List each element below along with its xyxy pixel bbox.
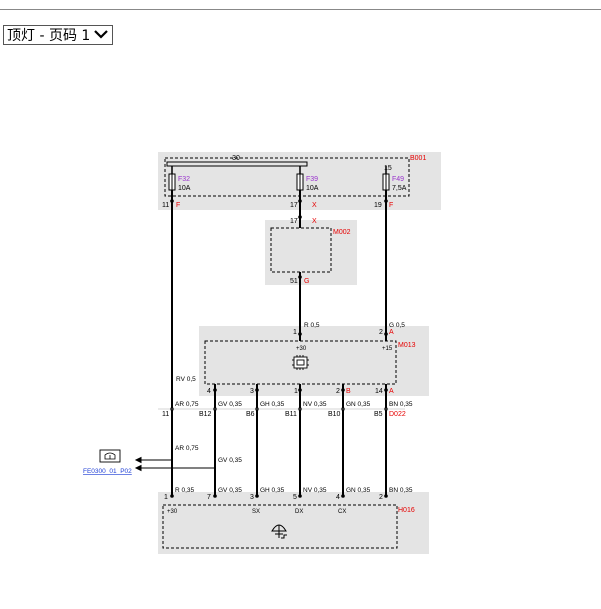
pin-m013-3: 3 — [250, 388, 254, 395]
pin-m013-2-letter: A — [389, 329, 394, 336]
wire-nv-035-h016: NV 0,35 — [303, 487, 327, 494]
pin-m013-14: 14 — [375, 388, 383, 395]
pin-d022-11: 11 — [162, 411, 169, 418]
wire-gh-035: GH 0,35 — [260, 401, 285, 408]
wire-rv-05: RV 0,5 — [176, 376, 196, 383]
fuse-f49-rating: 7,5A — [392, 185, 407, 192]
module-h016-bg — [158, 492, 429, 554]
pin-h016-7: 7 — [207, 494, 211, 501]
header-divider — [0, 9, 601, 10]
pin-h016-5: 5 — [293, 494, 297, 501]
fuse-icon — [168, 173, 176, 191]
pin-m013-1: 1 — [293, 329, 297, 336]
wire-gn-035-h016: GN 0,35 — [346, 487, 371, 494]
module-h016-box — [162, 504, 398, 549]
wire-r-05: R 0,5 — [304, 322, 320, 329]
wire-bn-035: BN 0,35 — [389, 401, 413, 408]
pin-m013-2: 2 — [379, 329, 383, 336]
wire-code-x: X — [312, 218, 317, 225]
wire-gv-035-lower: GV 0,35 — [218, 457, 242, 464]
module-m013-label: M013 — [398, 342, 416, 349]
busbar-label: 30 — [232, 155, 240, 162]
wire-gn-035: GN 0,35 — [346, 401, 371, 408]
pin-m002-17: 17 — [290, 218, 298, 225]
module-b001-box — [164, 157, 410, 197]
wire-gv-035-h016: GV 0,35 — [218, 487, 242, 494]
wire-r-035: R 0,35 — [175, 487, 195, 494]
module-b001-label: B001 — [410, 155, 426, 162]
page-selector[interactable]: 顶灯 - 页码 1 — [3, 25, 114, 45]
pin-b001-11: 11 — [162, 202, 169, 209]
pin-d022-b11: B11 — [285, 411, 297, 418]
crossref-arrows — [134, 456, 215, 472]
connector-ref-icon[interactable] — [99, 449, 121, 463]
busbar-30 — [166, 161, 308, 167]
wire-g-05: G 0,5 — [389, 322, 405, 329]
module-m002-bg — [265, 220, 357, 285]
pin-dots — [170, 199, 388, 498]
ceiling-light-icon — [271, 524, 287, 539]
wire-code-f: F — [176, 202, 180, 209]
pin-b001-17: 17 — [290, 202, 298, 209]
fuse-f39-rating: 10A — [306, 185, 319, 192]
wire-code-x: X — [312, 202, 317, 209]
fuse-icon — [296, 173, 304, 191]
m013-plus30: +30 — [296, 346, 307, 352]
fuse-f49-top-pin: 15 — [384, 165, 392, 172]
module-m013-bg — [199, 326, 429, 396]
pin-h016-4: 4 — [336, 494, 340, 501]
pin-b001-19: 19 — [374, 202, 382, 209]
h016-sx: SX — [252, 509, 260, 515]
chip-icon — [292, 355, 309, 370]
pin-h016-2: 2 — [379, 494, 383, 501]
pin-m013-2b: 2 — [336, 388, 340, 395]
h016-plus30: +30 — [167, 509, 178, 515]
wire-bn-035-h016: BN 0,35 — [389, 487, 413, 494]
wire-code-g: G — [304, 278, 309, 285]
module-m002-label: M002 — [333, 229, 351, 236]
wire-gh-035-h016: GH 0,35 — [260, 487, 285, 494]
connector-d022-label: D022 — [389, 411, 406, 418]
pin-h016-3: 3 — [250, 494, 254, 501]
pin-d022-b6: B6 — [246, 411, 255, 418]
fuse-f32-rating: 10A — [178, 185, 191, 192]
module-h016-label: H016 — [398, 507, 415, 514]
pin-d022-b10: B10 — [328, 411, 341, 418]
fuse-f49-name: F49 — [392, 176, 404, 183]
pin-m013-1b: 1 — [294, 388, 298, 395]
pin-m013-14-letter: A — [389, 388, 394, 395]
pin-d022-b12: B12 — [199, 411, 212, 418]
crossref-link[interactable]: FE0300_01_P02 — [83, 468, 132, 475]
wire-ar-075: AR 0,75 — [175, 401, 199, 408]
wire-gv-035: GV 0,35 — [218, 401, 242, 408]
h016-cx: CX — [338, 509, 346, 515]
m013-plus15: +15 — [382, 346, 393, 352]
fuse-icon — [382, 173, 390, 191]
h016-dx: DX — [295, 509, 303, 515]
chevron-down-icon[interactable] — [94, 28, 109, 42]
wire-code-f: F — [389, 202, 393, 209]
pin-m013-4: 4 — [207, 388, 211, 395]
wire-ar-075-lower: AR 0,75 — [175, 445, 199, 452]
fuse-f39-name: F39 — [306, 176, 318, 183]
pin-h016-1: 1 — [164, 494, 168, 501]
wire-group — [171, 190, 387, 496]
wire-nv-035: NV 0,35 — [303, 401, 327, 408]
pin-d022-b5: B5 — [374, 411, 383, 418]
page-selector-value: 顶灯 - 页码 1 — [7, 28, 91, 44]
pin-m013-2b-letter: B — [346, 388, 351, 395]
fuse-f32-name: F32 — [178, 176, 190, 183]
pin-m002-51: 51 — [290, 278, 298, 285]
